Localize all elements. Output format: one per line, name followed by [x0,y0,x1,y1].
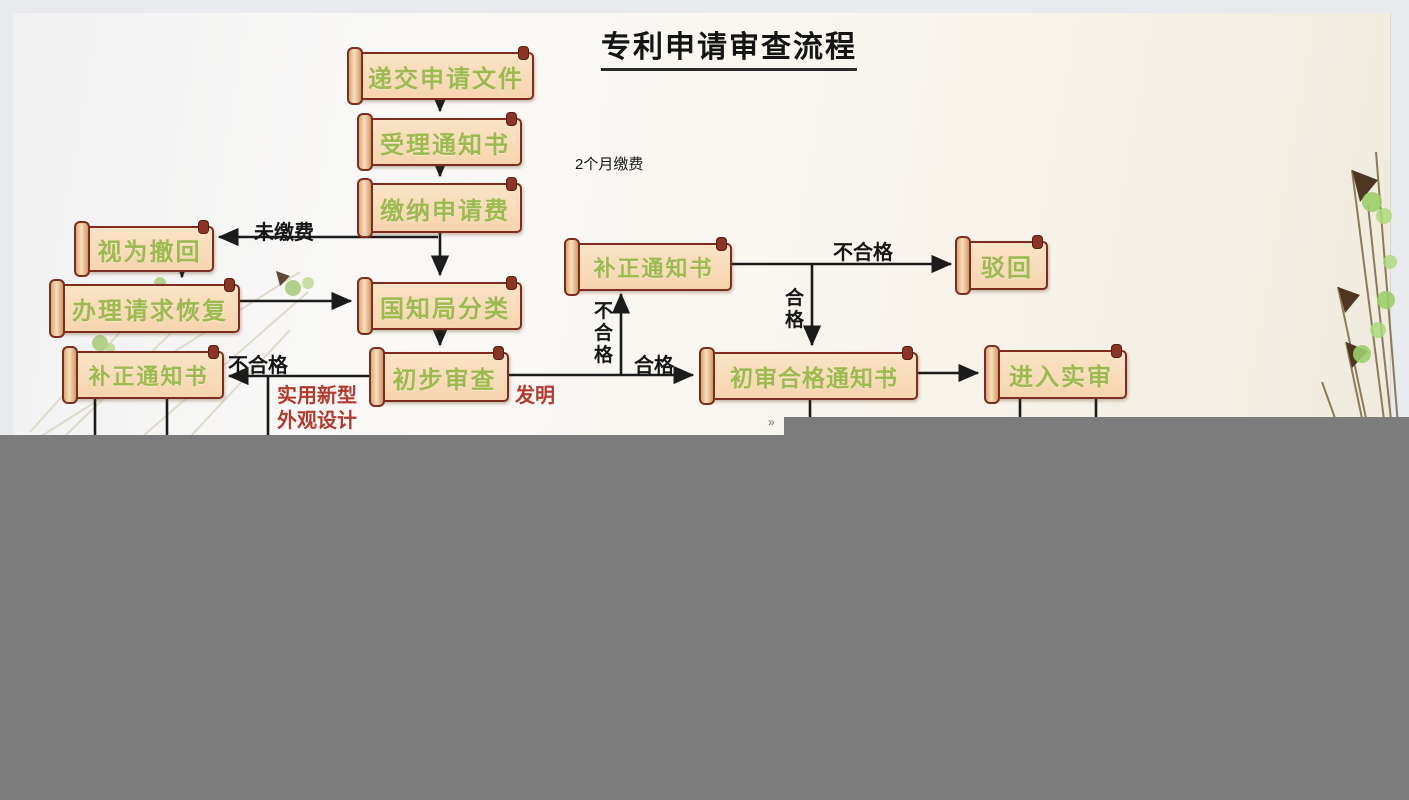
flow-node-label: 视为撤回 [97,238,202,266]
edge-label-unqualified-left: 不合格 [228,355,288,377]
scroll-roll-icon [62,346,78,404]
flow-node-label: 办理请求恢复 [72,298,228,325]
flow-node-submit-application: 递交申请文件 [347,46,534,105]
scroll-roll-icon [369,347,385,407]
flow-node-label: 初步审查 [392,366,497,394]
flow-node-label: 驳回 [981,255,1033,282]
flow-node-cnipa-classification: 国知局分类 [357,276,522,335]
scroll-knob-icon [208,345,219,359]
scroll-roll-icon [564,238,580,296]
edge-label-unpaid: 未缴费 [254,222,314,244]
flow-node-label: 缴纳申请费 [380,197,510,225]
scroll-knob-icon [506,112,517,126]
flow-node-request-restoration: 办理请求恢复 [49,278,240,338]
more-chevron-icon: » [768,415,775,429]
scroll-roll-icon [699,347,715,405]
flow-node-label: 国知局分类 [380,295,510,323]
flow-node-rejection: 驳回 [955,235,1048,295]
edge-label-design: 外观设计 [277,410,357,432]
flow-node-label: 进入实审 [1009,364,1113,391]
scroll-roll-icon [49,279,65,338]
edge-label-unqualified-vertical: 不合格 [594,301,614,366]
scroll-roll-icon [984,345,1000,404]
edge-label-two-month-fee: 2个月缴费 [575,156,644,173]
flow-node-deemed-withdrawn: 视为撤回 [74,220,214,277]
page-title: 专利申请审查流程 [601,22,857,71]
scroll-roll-icon [955,236,971,295]
flow-node-label: 补正通知书 [593,256,714,281]
scroll-roll-icon [357,277,373,335]
edge-label-utility-model: 实用新型 [277,385,357,407]
flow-node-label: 受理通知书 [380,131,510,159]
flow-node-correction-notice-left: 补正通知书 [62,345,224,404]
flow-node-label: 递交申请文件 [368,65,524,93]
scroll-roll-icon [347,47,363,105]
flow-arrows [93,91,1098,436]
scroll-roll-icon [74,221,90,277]
flow-node-label: 初审合格通知书 [730,365,898,391]
scroll-knob-icon [716,237,727,251]
scroll-knob-icon [506,177,517,191]
flow-node-prelim-pass-notice: 初审合格通知书 [699,346,918,405]
scroll-knob-icon [1032,235,1043,249]
scroll-knob-icon [493,346,504,360]
edge-label-qualified-vertical: 合格 [785,288,805,331]
scroll-roll-icon [357,178,373,238]
gray-overlay-bottom [0,435,1409,800]
flow-node-correction-notice-mid: 补正通知书 [564,237,732,296]
flow-node-substantive-exam: 进入实审 [984,344,1127,404]
scroll-knob-icon [902,346,913,360]
scroll-knob-icon [1111,344,1122,358]
scroll-knob-icon [224,278,235,292]
flow-node-acceptance-notice: 受理通知书 [357,112,522,171]
scroll-knob-icon [518,46,529,60]
edge-label-qualified-mid: 合格 [634,355,674,377]
flow-node-preliminary-exam: 初步审查 [369,346,509,407]
scroll-knob-icon [506,276,517,290]
scroll-roll-icon [357,113,373,171]
edge-label-invention: 发明 [515,385,555,407]
flow-node-pay-application-fee: 缴纳申请费 [357,177,522,238]
edge-label-unqualified-right: 不合格 [833,242,893,264]
plant-decoration-right-heads [1338,170,1397,368]
flow-node-label: 补正通知书 [88,364,209,389]
scroll-knob-icon [198,220,209,234]
